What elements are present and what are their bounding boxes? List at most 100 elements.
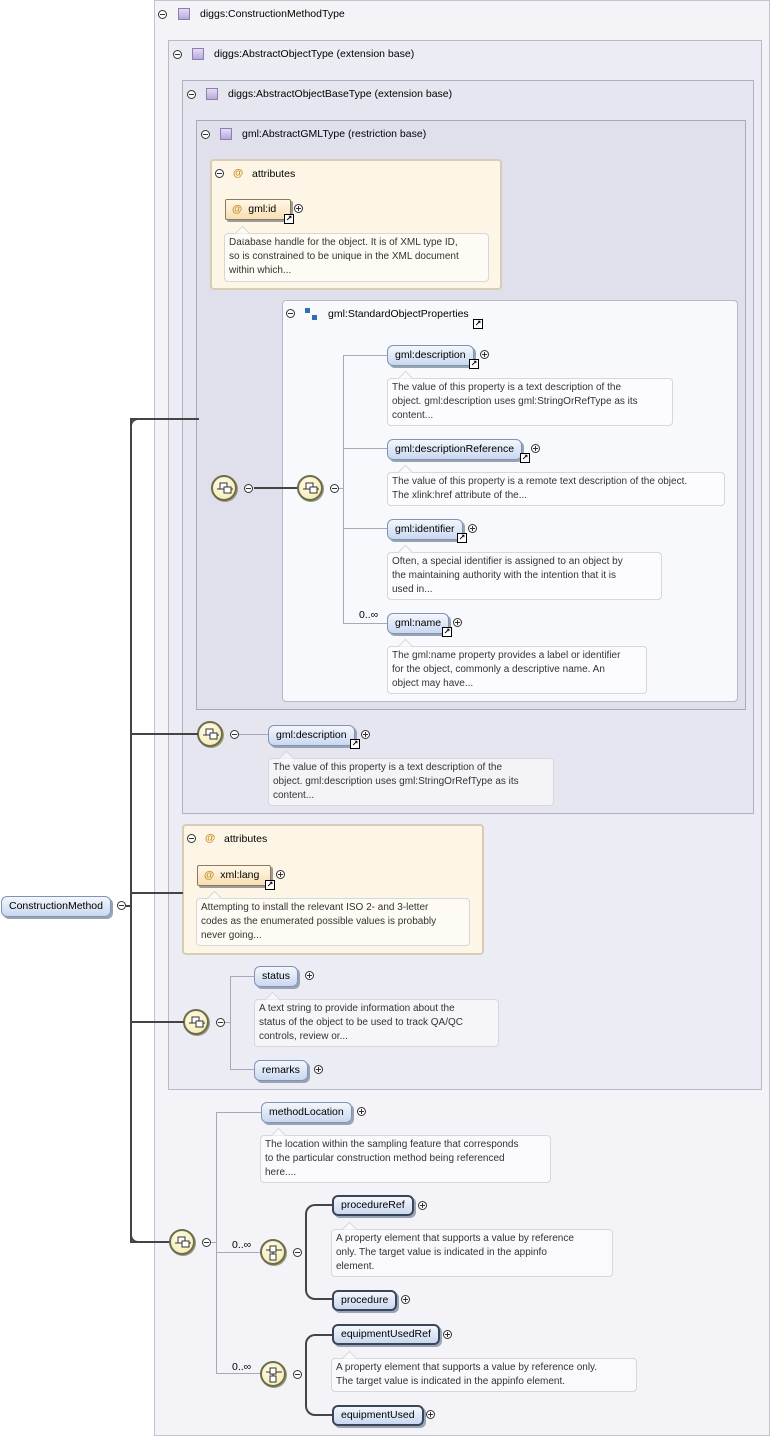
- collapse-icon[interactable]: [158, 10, 167, 19]
- element-procedure-ref[interactable]: procedureRef: [332, 1195, 414, 1216]
- doc-line: controls, review or...: [259, 1031, 348, 1042]
- collapse-icon[interactable]: [173, 50, 182, 59]
- arrow-link-icon[interactable]: ↗: [350, 739, 360, 749]
- choice-compositor-icon[interactable]: [260, 1361, 286, 1387]
- collapse-icon[interactable]: [202, 1238, 211, 1247]
- collapse-icon[interactable]: [201, 130, 210, 139]
- sequence-compositor-icon[interactable]: [183, 1009, 209, 1035]
- attribute-xml-lang[interactable]: @xml:lang: [197, 865, 271, 886]
- element-remarks[interactable]: remarks: [254, 1060, 308, 1081]
- complex-type-icon: [206, 88, 218, 100]
- doc-line: for the object, commonly a descriptive n…: [392, 664, 605, 675]
- element-procedure-ref-doc: A property element that supports a value…: [331, 1229, 613, 1277]
- root-element-construction-method[interactable]: ConstructionMethod: [1, 896, 111, 917]
- collapse-icon[interactable]: [215, 169, 224, 178]
- expand-icon[interactable]: [401, 1295, 410, 1304]
- expand-icon[interactable]: [426, 1410, 435, 1419]
- element-procedure[interactable]: procedure: [332, 1290, 398, 1311]
- doc-line: so is constrained to be unique in the XM…: [229, 251, 459, 262]
- complex-type-icon: [178, 8, 190, 20]
- expand-icon[interactable]: [443, 1330, 452, 1339]
- connector: [216, 1373, 261, 1374]
- expand-icon[interactable]: [480, 350, 489, 359]
- collapse-icon[interactable]: [117, 901, 126, 910]
- expand-icon[interactable]: [294, 204, 303, 213]
- choice-bracket: [305, 1334, 333, 1416]
- doc-line: A property element that supports a value…: [336, 1362, 598, 1373]
- arrow-link-icon[interactable]: ↗: [469, 359, 479, 369]
- element-gml-description-doc: The value of this property is a text des…: [387, 378, 673, 426]
- arrow-link-icon[interactable]: ↗: [442, 627, 452, 637]
- element-status[interactable]: status: [254, 966, 299, 987]
- expand-icon[interactable]: [531, 444, 540, 453]
- expand-icon[interactable]: [305, 971, 314, 980]
- connector: [230, 976, 231, 1070]
- doc-line: The value of this property is a text des…: [392, 382, 622, 393]
- expand-icon[interactable]: [357, 1107, 366, 1116]
- sequence-compositor-icon[interactable]: [169, 1229, 195, 1255]
- expand-icon[interactable]: [468, 524, 477, 533]
- element-gml-description-reference-doc: The value of this property is a remote t…: [387, 472, 725, 506]
- collapse-icon[interactable]: [187, 834, 196, 843]
- arrow-link-icon[interactable]: ↗: [457, 533, 467, 543]
- element-equipment-used[interactable]: equipmentUsed: [332, 1405, 424, 1426]
- attribute-label: xml:lang: [220, 869, 260, 881]
- collapse-icon[interactable]: [216, 1018, 225, 1027]
- at-sign-icon: @: [232, 203, 243, 215]
- collapse-icon[interactable]: [286, 309, 295, 318]
- element-gml-identifier[interactable]: gml:identifier: [387, 519, 463, 540]
- doc-line: The xlink:href attribute of the...: [392, 490, 528, 501]
- expand-icon[interactable]: [453, 618, 462, 627]
- collapse-icon[interactable]: [187, 90, 196, 99]
- element-gml-description-reference[interactable]: gml:descriptionReference: [387, 439, 523, 460]
- expand-icon[interactable]: [314, 1065, 323, 1074]
- expand-icon[interactable]: [276, 870, 285, 879]
- cardinality-label: 0..∞: [232, 1239, 252, 1251]
- element-gml-name-doc: The gml:name property provides a label o…: [387, 646, 647, 694]
- doc-line: The location within the sampling feature…: [265, 1139, 519, 1150]
- doc-line: The target value is indicated in the app…: [336, 1376, 566, 1387]
- collapse-icon[interactable]: [293, 1248, 302, 1257]
- doc-line: status of the object to be used to track…: [259, 1017, 463, 1028]
- element-gml-name[interactable]: gml:name: [387, 613, 450, 634]
- attributes-title: attributes: [224, 833, 268, 845]
- arrow-link-icon[interactable]: ↗: [520, 453, 530, 463]
- doc-line: The gml:name property provides a label o…: [392, 650, 621, 661]
- attributes-title: attributes: [252, 168, 296, 180]
- cardinality-label: 0..∞: [232, 1361, 252, 1373]
- collapse-icon[interactable]: [330, 484, 339, 493]
- connector: [239, 734, 268, 735]
- connector: [230, 1069, 254, 1070]
- doc-line: object may have...: [392, 678, 474, 689]
- arrow-link-icon[interactable]: ↗: [284, 214, 294, 224]
- doc-line: only. The target value is indicated in t…: [336, 1247, 547, 1258]
- doc-line: codes as the enumerated possible values …: [201, 916, 437, 927]
- collapse-icon[interactable]: [293, 1370, 302, 1379]
- choice-compositor-icon[interactable]: [260, 1239, 286, 1265]
- sequence-compositor-icon[interactable]: [297, 475, 323, 501]
- doc-line: A text string to provide information abo…: [259, 1003, 455, 1014]
- arrow-link-icon[interactable]: ↗: [265, 880, 275, 890]
- element-gml-description-base[interactable]: gml:description: [268, 725, 355, 746]
- collapse-icon[interactable]: [230, 730, 239, 739]
- doc-line: element.: [336, 1261, 375, 1272]
- sequence-compositor-icon[interactable]: [211, 475, 237, 501]
- connector: [197, 418, 199, 420]
- expand-icon[interactable]: [361, 730, 370, 739]
- doc-line: A property element that supports a value…: [336, 1233, 574, 1244]
- doc-line: the maintaining authority with the inten…: [392, 570, 617, 581]
- doc-line: content...: [273, 790, 315, 801]
- element-method-location[interactable]: methodLocation: [261, 1102, 352, 1123]
- doc-line: to the particular construction method be…: [265, 1153, 505, 1164]
- connector: [130, 418, 132, 1242]
- frame-title-construction-method-type: diggs:ConstructionMethodType: [200, 8, 345, 20]
- element-equipment-used-ref[interactable]: equipmentUsedRef: [332, 1324, 440, 1345]
- doc-line: Attempting to install the relevant ISO 2…: [201, 902, 429, 913]
- expand-icon[interactable]: [418, 1201, 427, 1210]
- attribute-gml-id[interactable]: @gml:id: [225, 199, 291, 220]
- sequence-compositor-icon[interactable]: [197, 721, 223, 747]
- arrow-link-icon[interactable]: ↗: [473, 319, 483, 329]
- element-gml-description[interactable]: gml:description: [387, 345, 474, 366]
- connector-corner: [130, 418, 140, 428]
- collapse-icon[interactable]: [244, 484, 253, 493]
